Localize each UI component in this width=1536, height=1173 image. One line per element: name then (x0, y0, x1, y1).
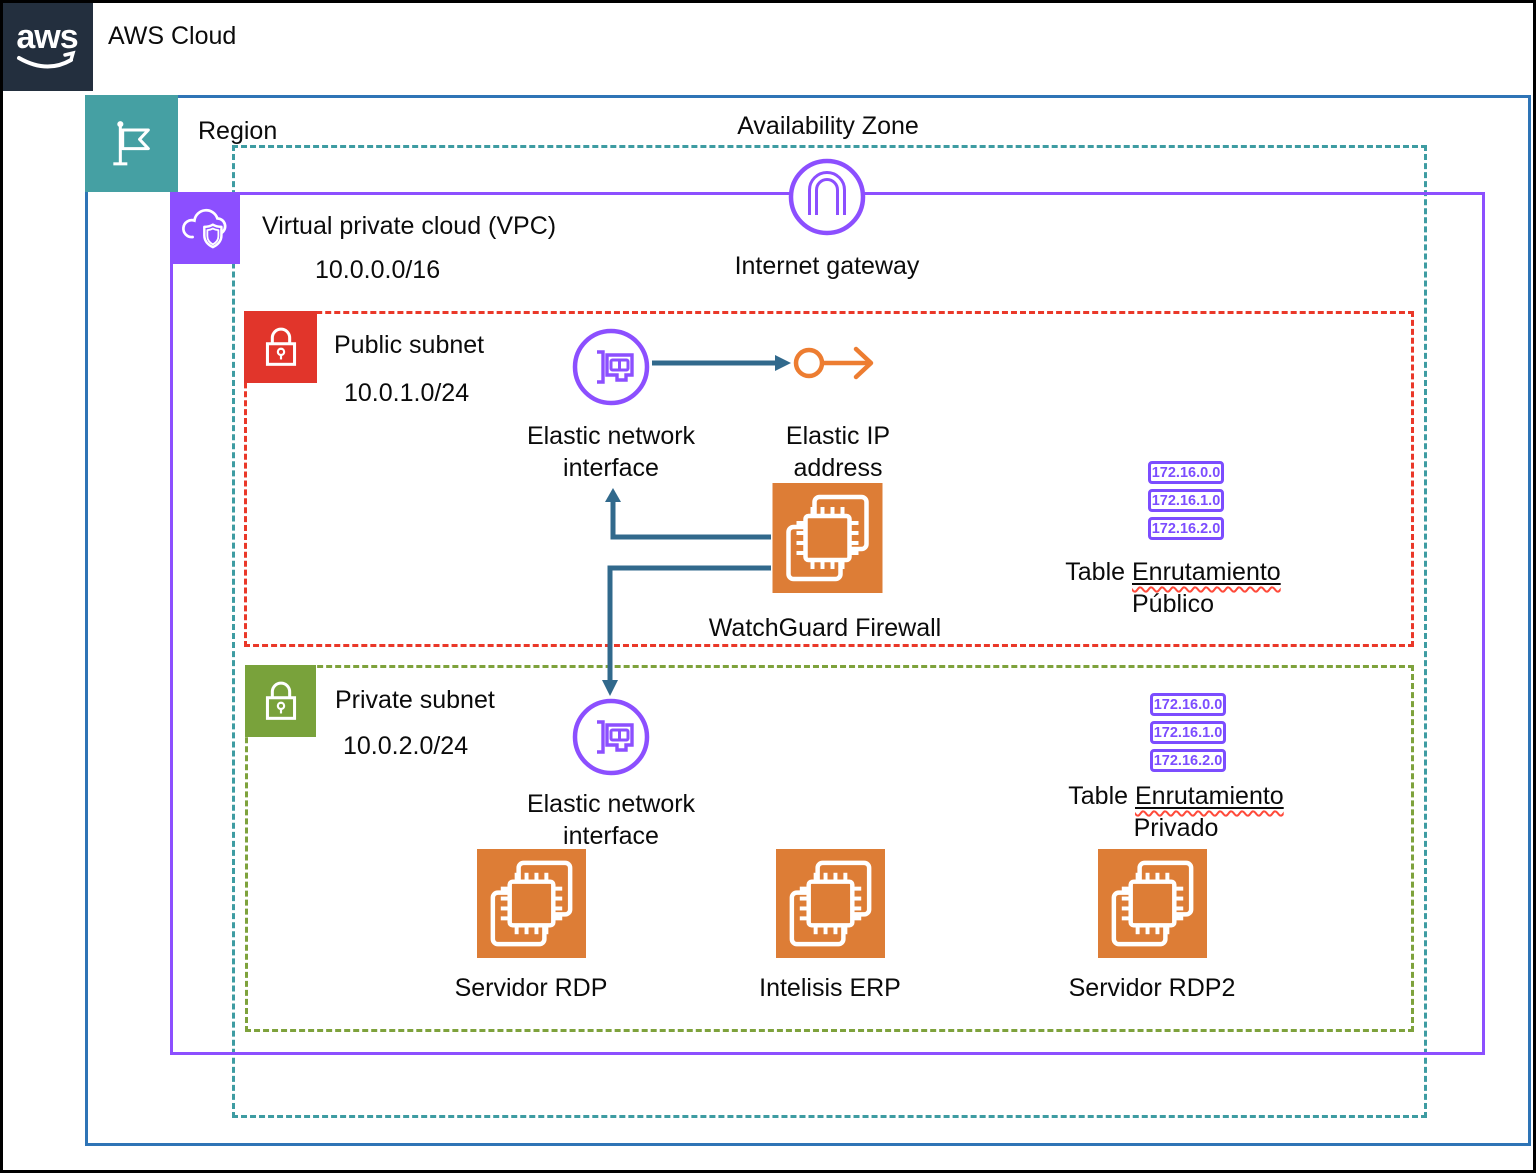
public-subnet-container (244, 311, 1414, 647)
private-subnet-container (245, 665, 1414, 1032)
route-table-public-word-table: Table (1065, 558, 1132, 586)
lock-icon (265, 681, 296, 720)
route-table-public: 172.16.0.0 172.16.1.0 172.16.2.0 (1148, 461, 1224, 545)
route-table-private-label: Table Enrutamiento Privado (1046, 780, 1306, 844)
public-subnet-label: Public subnet (334, 331, 485, 359)
eni-private-label-line1: Elastic network (526, 790, 696, 818)
route-table-private-word-enrutamiento: Enrutamiento (1135, 782, 1284, 810)
aws-logo: aws (0, 0, 93, 91)
cloud-shield-icon (182, 208, 227, 249)
ec2-instance-icon (772, 483, 883, 593)
availability-zone-label: Availability Zone (737, 112, 919, 140)
elastic-ip-icon (792, 342, 880, 384)
vpc-icon (170, 192, 240, 264)
route-entry: 172.16.2.0 (1150, 749, 1226, 772)
eni-private-label-line2: interface (563, 822, 659, 850)
public-subnet-cidr: 10.0.1.0/24 (344, 379, 470, 407)
elastic-network-interface-icon (570, 696, 652, 778)
ec2-instance-icon (1098, 849, 1207, 958)
elastic-ip-label: Elastic IP address (738, 420, 938, 484)
public-subnet-icon (244, 311, 317, 383)
eni-public-label: Elastic network interface (496, 420, 726, 484)
flag-icon (112, 120, 150, 165)
route-entry: 172.16.1.0 (1148, 489, 1224, 512)
servidor-rdp2-icon (1098, 849, 1207, 958)
eni-private-label: Elastic network interface (496, 788, 726, 852)
route-table-private-label-line2: Privado (1133, 814, 1219, 842)
internet-gateway-icon (786, 156, 868, 238)
internet-gateway-label: Internet gateway (734, 252, 920, 280)
ec2-instance-icon (477, 849, 586, 958)
watchguard-firewall-icon (771, 483, 884, 593)
intelisis-erp-label: Intelisis ERP (759, 974, 901, 1002)
lock-icon (265, 327, 296, 366)
route-entry: 172.16.1.0 (1150, 721, 1226, 744)
route-table-public-label: Table Enrutamiento Público (1043, 556, 1303, 620)
aws-logo-icon: aws (16, 18, 78, 68)
ec2-instance-icon (776, 849, 885, 958)
firewall-label: WatchGuard Firewall (708, 614, 942, 642)
route-table-private-word-table: Table (1068, 782, 1135, 810)
intelisis-erp-icon (776, 849, 885, 958)
elastic-ip-label-line2: address (793, 454, 883, 482)
servidor-rdp-label: Servidor RDP (454, 974, 608, 1002)
vpc-label: Virtual private cloud (VPC) (262, 212, 557, 240)
route-entry: 172.16.2.0 (1148, 517, 1224, 540)
route-table-public-word-enrutamiento: Enrutamiento (1132, 558, 1281, 586)
elastic-network-interface-icon (570, 326, 652, 408)
route-table-public-label-line1: Table Enrutamiento (1043, 556, 1303, 588)
eni-public-label-line2: interface (563, 454, 659, 482)
private-subnet-label: Private subnet (335, 686, 495, 714)
svg-text:aws: aws (16, 18, 77, 56)
servidor-rdp2-label: Servidor RDP2 (1068, 974, 1236, 1002)
servidor-rdp-icon (477, 849, 586, 958)
vpc-cidr: 10.0.0.0/16 (315, 256, 441, 284)
private-subnet-cidr: 10.0.2.0/24 (343, 732, 469, 760)
route-entry: 172.16.0.0 (1148, 461, 1224, 484)
route-table-private: 172.16.0.0 172.16.1.0 172.16.2.0 (1150, 693, 1226, 777)
region-icon (85, 95, 178, 192)
private-subnet-icon (245, 665, 316, 737)
elastic-ip-label-line1: Elastic IP (785, 422, 891, 450)
aws-cloud-label: AWS Cloud (108, 22, 237, 50)
route-entry: 172.16.0.0 (1150, 693, 1226, 716)
route-table-private-label-line1: Table Enrutamiento (1046, 780, 1306, 812)
eni-public-label-line1: Elastic network (526, 422, 696, 450)
availability-zone-container (232, 145, 1427, 1118)
region-container (85, 95, 1531, 1146)
region-label: Region (198, 117, 278, 145)
route-table-public-label-line2: Público (1132, 590, 1214, 618)
